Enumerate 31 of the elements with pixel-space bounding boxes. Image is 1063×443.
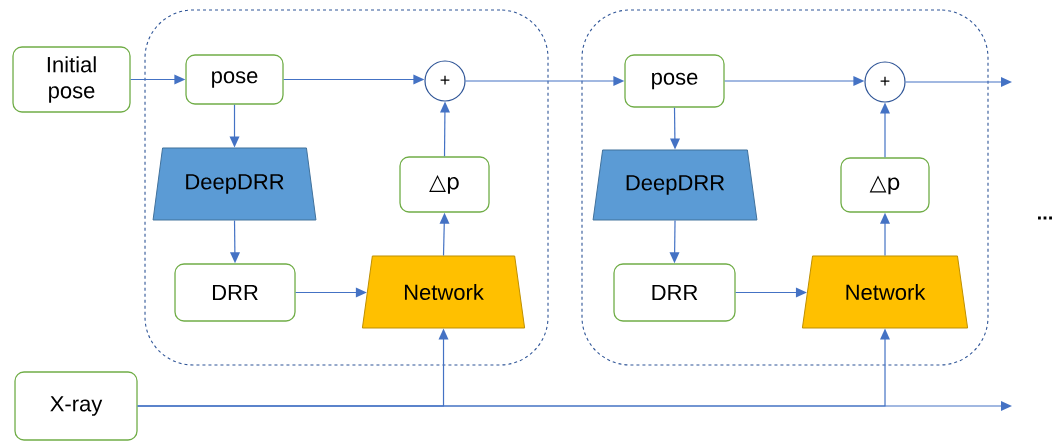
trapezoid-block: Network bbox=[361, 255, 526, 329]
dashed-group-box bbox=[581, 9, 989, 366]
arrow bbox=[137, 401, 1012, 411]
arrow bbox=[724, 76, 865, 86]
arrow bbox=[295, 287, 367, 298]
process-box: △p bbox=[840, 157, 930, 213]
arrow bbox=[229, 104, 240, 148]
process-box: DRR bbox=[613, 263, 736, 322]
arrow bbox=[230, 219, 240, 264]
process-box: pose bbox=[185, 54, 284, 105]
dashed-group-box bbox=[144, 9, 549, 366]
arrow bbox=[465, 76, 625, 86]
arrow bbox=[669, 219, 680, 264]
process-box: pose bbox=[624, 54, 725, 108]
arrow bbox=[283, 74, 425, 85]
arrow bbox=[439, 212, 450, 257]
trapezoid-block: Network bbox=[801, 255, 969, 329]
trapezoid-block: DeepDRR bbox=[152, 147, 317, 221]
arrow bbox=[905, 77, 1012, 87]
arrow bbox=[130, 74, 186, 85]
arrow bbox=[735, 287, 807, 298]
process-box: DRR bbox=[174, 263, 296, 322]
ellipsis: ... bbox=[1038, 216, 1052, 220]
trapezoid-block: DeepDRR bbox=[592, 149, 758, 221]
process-box: Initial pose bbox=[12, 46, 131, 113]
process-box: X-ray bbox=[14, 371, 138, 441]
arrow bbox=[880, 212, 890, 257]
process-box: △p bbox=[399, 156, 490, 213]
arrow bbox=[880, 102, 890, 158]
arrow bbox=[440, 101, 450, 157]
arrow bbox=[670, 107, 680, 150]
